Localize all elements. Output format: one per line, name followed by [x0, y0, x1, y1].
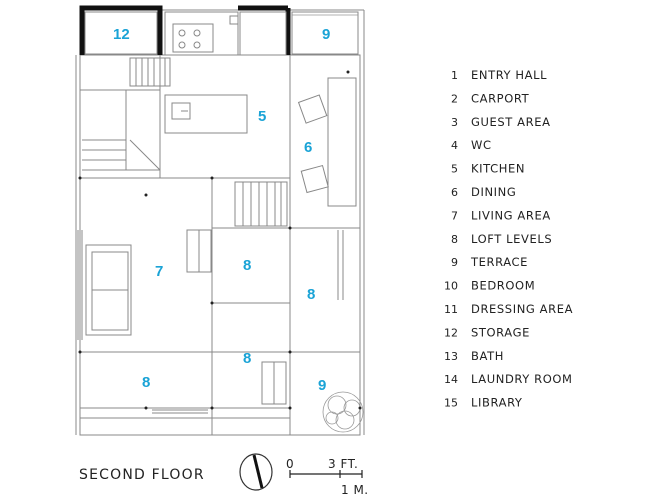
kitchen-counter	[164, 11, 287, 56]
stairs	[82, 57, 288, 227]
legend-item-number: 2	[451, 92, 458, 105]
legend-item-number: 5	[451, 163, 458, 176]
dining-chair	[300, 164, 329, 194]
legend-item-number: 13	[444, 350, 458, 363]
legend-item-number: 10	[444, 280, 458, 293]
legend-item-label: LIBRARY	[471, 396, 523, 410]
legend-item-label: GUEST AREA	[471, 115, 551, 129]
range-hob	[172, 23, 214, 53]
legend-item-label: LIVING AREA	[471, 208, 551, 222]
column-posts	[78, 176, 362, 410]
legend-item-label: DINING	[471, 185, 516, 199]
room-9-label: 9	[322, 26, 330, 43]
legend-item-label: TERRACE	[470, 255, 528, 269]
room-7-label: 7	[155, 263, 163, 280]
scale-meters: 1 M.	[341, 483, 369, 497]
legend-item-number: 9	[451, 256, 458, 269]
room-5-label: 5	[258, 108, 266, 125]
room-8-label: 8	[307, 286, 315, 303]
room-8-label: 8	[243, 257, 251, 274]
sink	[171, 102, 191, 120]
interior-walls	[80, 55, 360, 435]
bottom-bench	[261, 361, 287, 405]
legend-item-number: 11	[444, 303, 458, 316]
heavy-walls	[79, 5, 291, 55]
room-labels: 12 9 5 6 7 8 8 8 8 9	[113, 26, 330, 394]
legend-item-number: 6	[451, 186, 458, 199]
window-bottom	[152, 409, 208, 414]
legend-item-number: 1	[451, 69, 458, 82]
floor-caption: SECOND FLOOR	[79, 467, 205, 483]
dining-set	[297, 70, 357, 207]
legend-item-number: 7	[451, 209, 458, 222]
scale-feet: 3 FT.	[328, 457, 358, 471]
legend-item-number: 8	[451, 233, 458, 246]
legend-item-label: LOFT LEVELS	[471, 232, 552, 246]
legend-item-label: WC	[471, 138, 492, 152]
coffee-table	[186, 229, 212, 273]
room-8-label: 8	[243, 350, 251, 367]
legend-item-label: BATH	[471, 349, 504, 363]
scale-bar: 0 3 FT. 1 M.	[286, 457, 369, 497]
legend-item-number: 4	[451, 139, 458, 152]
legend-item-number: 15	[444, 397, 458, 410]
legend-item-label: ENTRY HALL	[471, 68, 547, 82]
sofa	[77, 230, 132, 340]
legend-item-label: DRESSING AREA	[471, 302, 573, 316]
legend-item-label: KITCHEN	[471, 162, 525, 176]
room-8-label: 8	[142, 374, 150, 391]
tree-icon	[322, 391, 364, 433]
window-right	[337, 230, 344, 300]
legend-item-number: 14	[444, 373, 458, 386]
room-6-label: 6	[304, 139, 312, 156]
scale-zero: 0	[286, 457, 294, 471]
legend-item-number: 3	[451, 116, 458, 129]
room-12-label: 12	[113, 26, 130, 43]
room-9-label: 9	[318, 377, 326, 394]
dining-chair	[297, 94, 328, 124]
legend-item-label: STORAGE	[471, 325, 530, 339]
legend-item-label: LAUNDRY ROOM	[471, 372, 573, 386]
legend-item-number: 12	[444, 326, 458, 339]
north-arrow-icon	[239, 453, 273, 491]
building-outline	[75, 9, 365, 436]
legend-item-label: CARPORT	[471, 91, 530, 105]
kitchen-island	[164, 94, 248, 134]
dining-table	[327, 77, 357, 207]
legend-item-label: BEDROOM	[471, 279, 535, 293]
top-modules	[84, 11, 359, 55]
room-legend: 1 ENTRY HALL 2 CARPORT 3 GUEST AREA 4 WC 5 KITCHE…	[444, 68, 573, 410]
